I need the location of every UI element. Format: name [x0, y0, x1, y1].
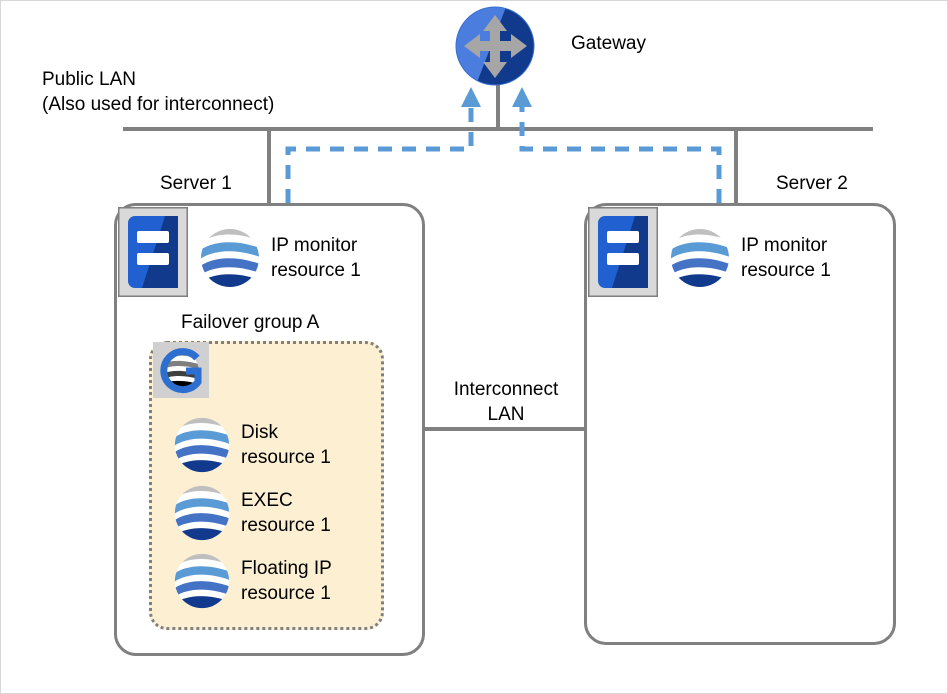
- server1-ip-monitor-text: IP monitor resource 1: [261, 233, 361, 283]
- server2-lan-tick: [734, 129, 738, 205]
- resource-sphere-icon: [174, 417, 230, 473]
- server1-gateway-arrowhead: [461, 87, 481, 107]
- interconnect-lan-label: Interconnect LAN: [425, 377, 587, 427]
- failover-resource-disk: Disk resource 1: [173, 416, 331, 474]
- public-lan-label-line2: (Also used for interconnect): [42, 94, 275, 115]
- failover-resource-disk-text: Disk resource 1: [231, 420, 331, 470]
- failover-resource-floating-ip-line1: Floating IP: [241, 558, 332, 579]
- failover-resource-exec-line2: resource 1: [241, 515, 331, 536]
- server2-ip-monitor-text: IP monitor resource 1: [731, 233, 831, 283]
- failover-resource-floating-ip-line2: resource 1: [241, 583, 331, 604]
- failover-resource-disk-line2: resource 1: [241, 447, 331, 468]
- interconnect-lan-line: [425, 427, 587, 431]
- resource-sphere-icon: [201, 229, 259, 287]
- server1-lan-tick: [267, 129, 271, 205]
- failover-resource-floating-ip: Floating IP resource 1: [173, 552, 332, 610]
- server2-ip-monitor-line2: resource 1: [741, 260, 831, 281]
- server2-gateway-arrowhead: [512, 87, 532, 107]
- server2-gateway-dashed-path: [519, 105, 722, 203]
- resource-sphere-icon: [174, 485, 230, 541]
- resource-sphere-icon: [174, 553, 230, 609]
- failover-resource-floating-ip-text: Floating IP resource 1: [231, 556, 332, 606]
- public-lan-label-line1: Public LAN: [42, 69, 136, 90]
- resource-sphere-icon: [671, 229, 729, 287]
- failover-group-label: Failover group A: [181, 312, 320, 333]
- failover-resource-disk-line1: Disk: [241, 422, 278, 443]
- gateway-stub-line: [496, 81, 500, 129]
- gateway-label: Gateway: [571, 33, 646, 54]
- server2-ip-monitor-resource: IP monitor resource 1: [669, 227, 831, 289]
- server1-machine-icon: [118, 207, 188, 297]
- server1-ip-monitor-line1: IP monitor: [271, 235, 358, 256]
- public-lan-label: Public LAN (Also used for interconnect): [42, 67, 274, 117]
- server2-ip-monitor-line1: IP monitor: [741, 235, 828, 256]
- interconnect-lan-line2: LAN: [487, 404, 525, 425]
- failover-resource-exec-text: EXEC resource 1: [231, 488, 331, 538]
- interconnect-lan-line1: Interconnect: [453, 379, 559, 400]
- server1-ip-monitor-resource: IP monitor resource 1: [199, 227, 361, 289]
- failover-resource-exec-line1: EXEC: [241, 490, 293, 511]
- failover-resource-exec: EXEC resource 1: [173, 484, 331, 542]
- server2-machine-icon: [588, 207, 658, 297]
- failover-group-icon: [153, 342, 209, 398]
- server1-name-label: Server 1: [160, 173, 232, 194]
- server1-ip-monitor-line2: resource 1: [271, 260, 361, 281]
- server2-name-label: Server 2: [776, 173, 848, 194]
- server1-gateway-dashed-path: [285, 105, 474, 203]
- gateway-icon: [455, 6, 535, 86]
